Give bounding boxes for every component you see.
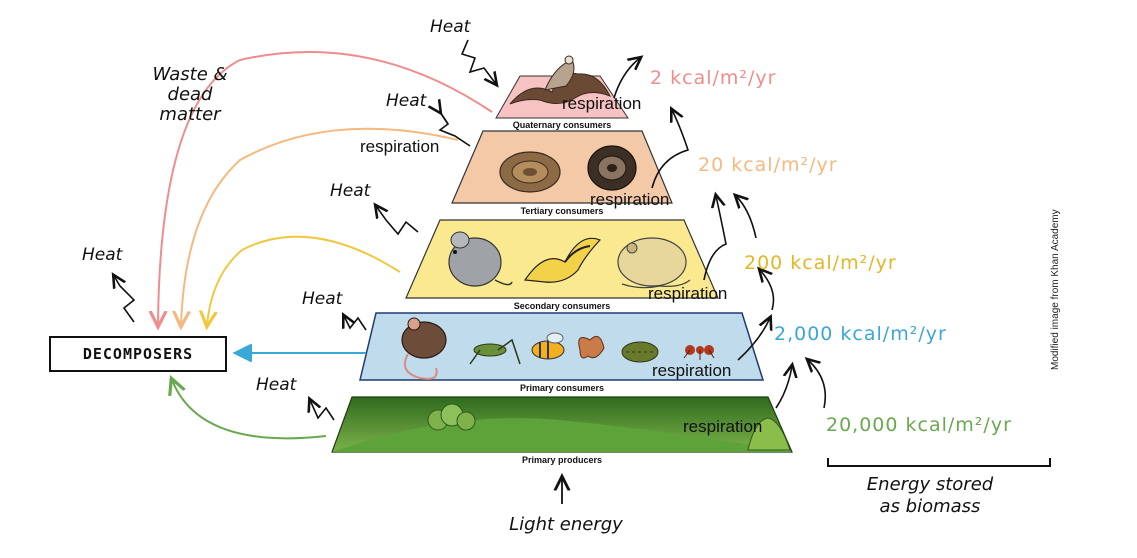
mouse-icon: [401, 317, 447, 380]
decomposers-box: DECOMPOSERS: [49, 336, 227, 372]
toad-icon: [617, 237, 691, 289]
svg-text:Heat: Heat: [330, 181, 372, 201]
bird-icon: [523, 237, 602, 283]
energy-primary: 2,000 kcal/m²/yr: [774, 323, 947, 345]
svg-text:Heat: Heat: [256, 375, 298, 395]
tree-icon: [747, 417, 791, 451]
caterpillar-icon: [621, 341, 659, 363]
svg-text:Heat: Heat: [302, 289, 344, 309]
biomass-bracket: [827, 458, 1051, 467]
bush-icon: [427, 403, 476, 431]
tier-label-secondary: Secondary consumers: [514, 301, 611, 311]
snake-icon: [587, 145, 637, 191]
quaternary-to-decomposers-arrow: [158, 51, 493, 325]
respiration-tertiary: respiration: [590, 190, 669, 209]
credit-label: Modified image from Khan Academy: [1050, 209, 1061, 370]
heat-tertiary: Heat: [386, 91, 471, 147]
producers-to-decomposers-arrow: [172, 380, 327, 440]
heat-quaternary: Heat: [430, 17, 496, 84]
respiration-primary: respiration: [652, 361, 731, 380]
svg-text:Heat: Heat: [386, 91, 428, 111]
respiration-producers: respiration: [683, 417, 762, 436]
moth-icon: [578, 335, 605, 359]
respiration-secondary: respiration: [648, 284, 727, 303]
svg-text:Heat: Heat: [430, 17, 472, 37]
ant-icon: [683, 345, 715, 360]
tier-secondary: [405, 219, 719, 299]
bee-icon: [531, 332, 565, 360]
grasshopper-icon: [469, 338, 521, 365]
energy-quaternary: 2 kcal/m²/yr: [650, 67, 776, 89]
energy-tertiary: 20 kcal/m²/yr: [698, 154, 838, 176]
tier-primary-consumers: [359, 312, 765, 381]
svg-text:Heat: Heat: [82, 245, 124, 265]
tier-label-quaternary: Quaternary consumers: [513, 120, 612, 130]
secondary-to-decomposers-arrow: [207, 235, 401, 325]
heat-primary: Heat: [302, 289, 367, 331]
hawk-icon: [509, 55, 612, 105]
light-label: Light energy: [509, 514, 623, 535]
tier-producers: [331, 396, 793, 453]
tier-label-tertiary: Tertiary consumers: [521, 206, 604, 216]
tertiary-to-decomposers-arrow: [181, 127, 459, 325]
energy-secondary: 200 kcal/m²/yr: [744, 252, 897, 274]
energy-producers: 20,000 kcal/m²/yr: [826, 414, 1012, 436]
decomposers-label: DECOMPOSERS: [83, 345, 193, 363]
heat-decomposers: Heat: [82, 245, 136, 323]
heat-secondary: Heat: [330, 181, 419, 236]
tier-quaternary: [495, 55, 629, 119]
snake-icon: [499, 151, 561, 193]
heat-producers: Heat: [256, 375, 335, 421]
rat-icon: [448, 231, 513, 287]
respiration-tertiary-left: respiration: [360, 137, 439, 156]
tier-label-primary-consumers: Primary consumers: [520, 383, 604, 393]
respiration-quaternary: respiration: [562, 94, 641, 113]
tier-label-producers: Primary producers: [522, 455, 602, 465]
tier-tertiary: [451, 130, 673, 204]
